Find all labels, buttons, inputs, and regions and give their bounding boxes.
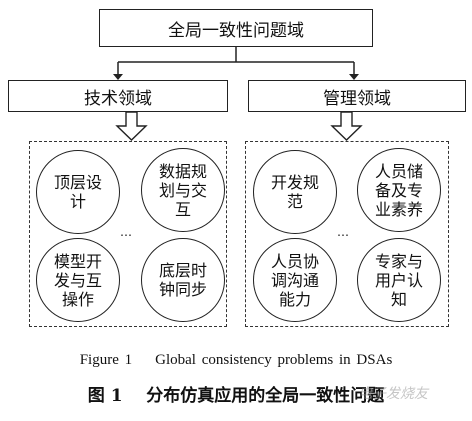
left-item-3: 模型开发与互操作	[36, 238, 120, 322]
right-item-1: 开发规范	[253, 150, 337, 234]
left-hollow-arrow	[115, 111, 148, 141]
right-domain-box: 管理领域	[248, 80, 466, 112]
left-item-1: 顶层设计	[36, 150, 120, 234]
left-item-4: 底层时钟同步	[141, 238, 225, 322]
root-label: 全局一致性问题域	[168, 20, 304, 41]
left-domain-label: 技术领域	[84, 88, 152, 109]
right-ellipsis: …	[337, 225, 350, 239]
root-box: 全局一致性问题域	[99, 9, 373, 47]
left-domain-box: 技术领域	[8, 80, 228, 112]
left-group-box	[29, 141, 227, 327]
right-item-2: 人员储备及专业素养	[357, 148, 441, 232]
right-hollow-arrow	[330, 111, 363, 141]
caption-chinese: 图 1 分布仿真应用的全局一致性问题	[87, 386, 385, 406]
right-item-3: 人员协调沟通能力	[253, 238, 337, 322]
left-ellipsis: …	[120, 225, 133, 239]
left-item-2: 数据规划与交互	[141, 148, 225, 232]
right-item-4: 专家与用户认知	[357, 238, 441, 322]
right-domain-label: 管理领域	[323, 88, 391, 109]
right-group-box	[245, 141, 449, 327]
caption-english: Figure 1 Global consistency problems in …	[79, 352, 393, 368]
watermark-logo: 电子发烧友	[358, 386, 428, 402]
